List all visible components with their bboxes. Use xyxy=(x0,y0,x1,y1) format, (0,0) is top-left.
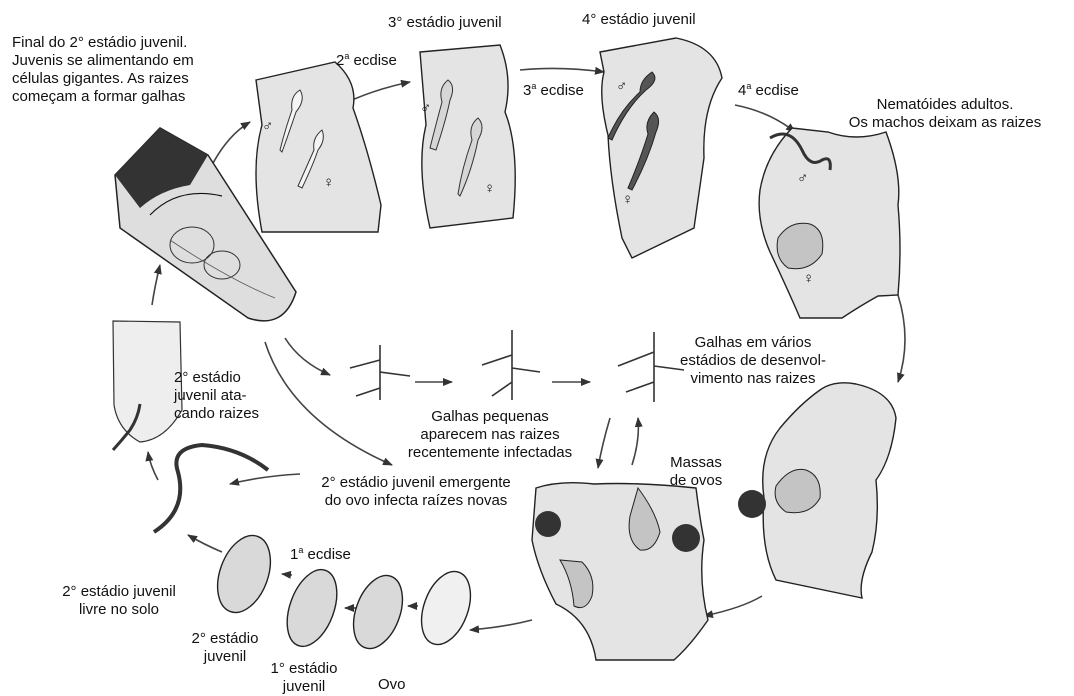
female-symbol-stage4: ♀ xyxy=(622,191,633,209)
arrow-free-to-attack xyxy=(148,452,158,480)
male-symbol-adult: ♂ xyxy=(797,170,808,188)
arrow-emergent-to-attack xyxy=(230,474,300,484)
male-symbol-stage2: ♂ xyxy=(262,118,273,136)
label-galhas-varios: Galhas em vários estádios de desenvol- v… xyxy=(668,334,838,388)
host-cell-stage3 xyxy=(420,45,515,228)
label-atacando: 2° estádio juvenil ata- cando raizes xyxy=(174,369,259,423)
label-ecdise-2-word: ecdise xyxy=(354,52,397,69)
arrow-up-to-galls xyxy=(632,418,638,465)
arrow-ecdise2 xyxy=(352,82,410,100)
label-final-2-estadio: Final do 2° estádio juvenil. Juvenis se … xyxy=(12,34,194,106)
host-cell-stage4 xyxy=(600,38,722,258)
label-massas-ovos: Massas de ovos xyxy=(660,454,732,490)
label-estadio-3: 3° estádio juvenil xyxy=(388,14,502,32)
label-ecdise-1-word: ecdise xyxy=(308,546,351,563)
label-ecdise-3-word: ecdise xyxy=(541,82,584,99)
small-roots-row xyxy=(350,330,684,402)
arrow-ecdise4 xyxy=(735,105,795,132)
attacking-root-illustration xyxy=(113,321,182,450)
label-ecdise-3: 3a ecdise xyxy=(523,77,584,100)
female-symbol-stage2: ♀ xyxy=(323,174,334,192)
label-emergente: 2° estádio juvenil emergente do ovo infe… xyxy=(296,474,536,510)
arrow-root-to-small-galls xyxy=(285,338,330,375)
label-ecdise-4: 4a ecdise xyxy=(738,77,799,100)
arrow-down-from-galls xyxy=(598,418,610,468)
female-symbol-stage3: ♀ xyxy=(484,180,495,198)
host-cell-female-cluster xyxy=(532,483,708,660)
arrow-cycle-big xyxy=(265,342,392,465)
male-symbol-stage4: ♂ xyxy=(616,78,627,96)
label-ecdise-1: 1a ecdise xyxy=(290,541,351,564)
female-symbol-adult: ♀ xyxy=(803,270,814,288)
free-juvenile-worm xyxy=(154,445,268,532)
arrow-cluster-to-egg xyxy=(470,620,532,630)
arrow-root-to-stage2 xyxy=(212,122,250,165)
male-symbol-stage3: ♂ xyxy=(420,100,431,118)
label-galhas-pequenas: Galhas pequenas aparecem nas raizes rece… xyxy=(395,408,585,462)
label-ovo: Ovo xyxy=(378,676,406,694)
arrow-ecdise3 xyxy=(520,68,604,72)
host-cell-stage2 xyxy=(256,62,381,232)
label-ecdise-2: 2a ecdise xyxy=(336,47,397,70)
label-juvenil-1: 1° estádio juvenil xyxy=(254,660,354,696)
arrow-eggmass-to-egg xyxy=(704,596,762,616)
arrow-j2-to-ecdise1 xyxy=(282,574,292,575)
host-cell-adults xyxy=(759,128,900,318)
arrow-attack-up xyxy=(152,265,160,305)
label-adultos: Nematóides adultos. Os machos deixam as … xyxy=(818,96,1072,132)
arrow-adults-down xyxy=(898,295,905,382)
host-cell-egg-mass xyxy=(738,383,896,598)
label-estadio-4: 4° estádio juvenil xyxy=(582,11,696,29)
label-ecdise-4-word: ecdise xyxy=(756,82,799,99)
arrow-to-free xyxy=(188,535,222,552)
label-livre-solo: 2° estádio juvenil livre no solo xyxy=(44,583,194,619)
